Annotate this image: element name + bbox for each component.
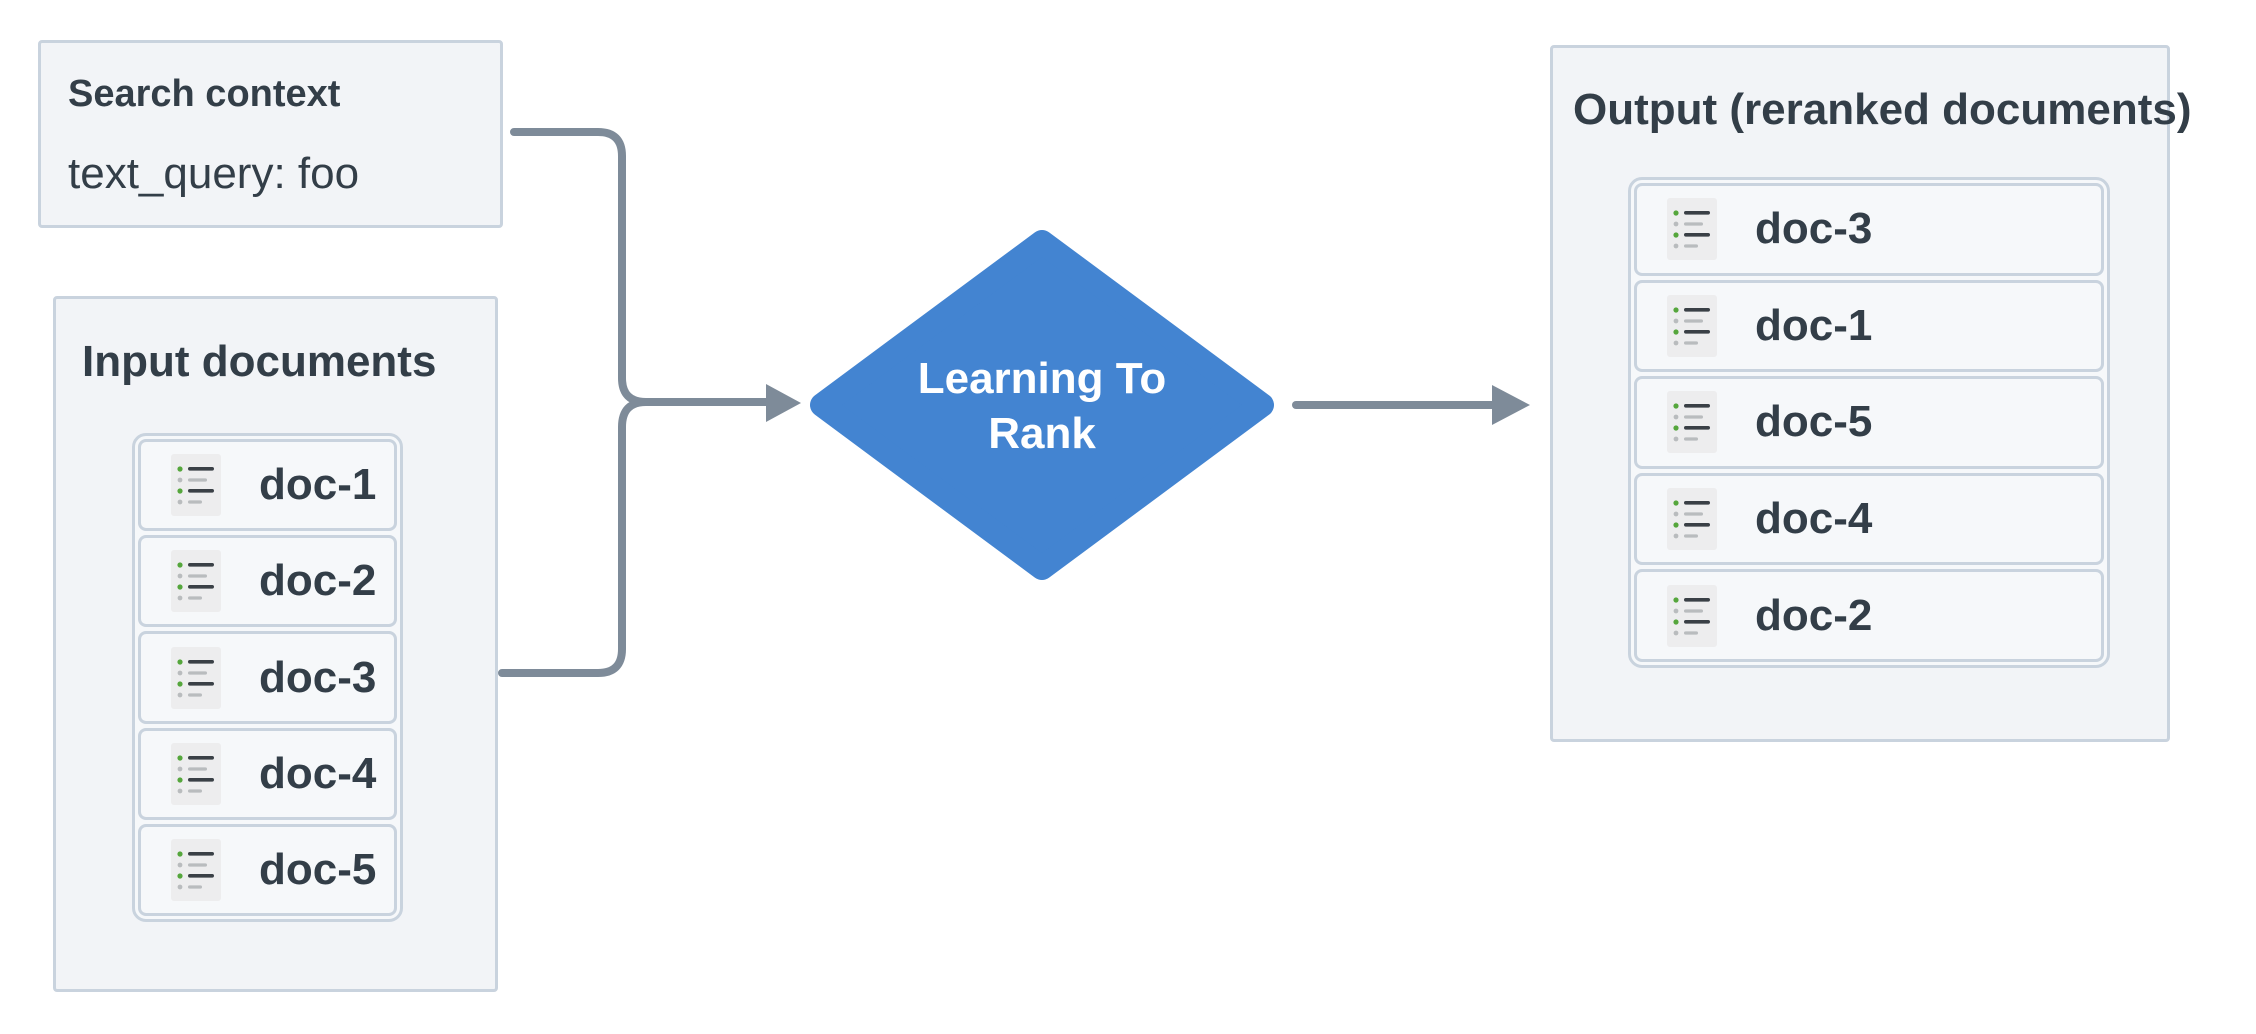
learning-to-rank-diamond [810,230,1274,580]
document-list-icon [1667,391,1717,454]
connector-search-to-merge [510,128,776,406]
doc-list-item: doc-4 [138,727,397,820]
output-reranked-title: Output (reranked documents) [1573,85,2192,134]
doc-label: doc-1 [259,460,377,510]
doc-label: doc-5 [259,844,377,894]
doc-list-item: doc-3 [138,631,397,724]
doc-list-item: doc-3 [1634,183,2104,276]
doc-list-item: doc-5 [1634,376,2104,469]
document-list-icon [171,454,221,517]
doc-list-item: doc-1 [1634,279,2104,373]
doc-label: doc-2 [259,556,377,606]
document-list-icon [171,550,221,613]
diamond-label-line1: Learning To [918,354,1167,403]
doc-label: doc-5 [1755,397,1873,447]
doc-list-item: doc-4 [1634,472,2104,566]
diamond-label-line2: Rank [988,409,1096,458]
document-list-icon [171,742,221,805]
search-context-title: Search context [68,73,341,115]
input-documents-panel: Input documents doc-1 [53,296,498,992]
doc-label: doc-3 [1755,204,1873,254]
document-list-icon [1667,584,1717,647]
search-context-panel: Search context text_query: foo [38,40,503,228]
doc-list-item: doc-1 [138,439,397,532]
output-doc-list: doc-3 doc-1 [1628,177,2110,668]
document-list-icon [1667,488,1717,551]
document-list-icon [1667,198,1717,261]
doc-label: doc-4 [1755,494,1873,544]
doc-list-item: doc-2 [1634,569,2104,662]
doc-label: doc-2 [1755,590,1873,640]
document-list-icon [1667,294,1717,357]
arrowhead-into-output-icon [1492,385,1530,425]
doc-label: doc-1 [1755,300,1873,350]
text-query-value: text_query: foo [68,149,360,198]
input-doc-list: doc-1 doc-2 [132,433,403,922]
doc-label: doc-4 [259,748,377,798]
document-list-icon [171,838,221,901]
doc-list-item: doc-2 [138,535,397,628]
document-list-icon [171,646,221,709]
output-reranked-panel: Output (reranked documents) doc-3 [1550,45,2192,742]
input-documents-title: Input documents [82,337,437,386]
doc-list-item: doc-5 [138,823,397,917]
arrowhead-into-diamond-icon [766,384,801,422]
connector-inputs-to-merge [498,398,650,677]
doc-label: doc-3 [259,652,377,702]
